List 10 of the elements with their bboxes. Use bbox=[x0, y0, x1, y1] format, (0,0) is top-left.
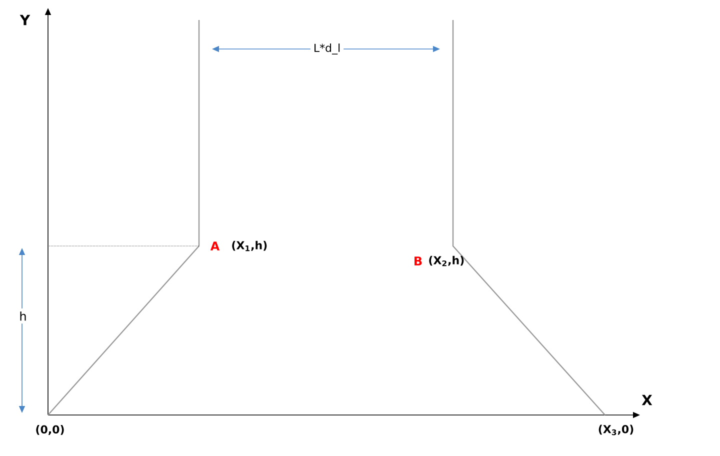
axis-label: X bbox=[642, 394, 652, 406]
dimension-label: L*d_l bbox=[310, 40, 344, 58]
coordinate-label: (0,0) bbox=[36, 425, 64, 435]
coordinate-label: (X$_{3}$,0) bbox=[598, 424, 634, 436]
point-label: A bbox=[210, 242, 220, 250]
coordinate-label: (X$_{1}$,h) bbox=[232, 240, 267, 252]
point-label: B bbox=[414, 256, 422, 266]
coordinate-label: (X$_{2}$,h) bbox=[429, 256, 464, 266]
dimension-label: h bbox=[16, 308, 30, 324]
axis-label: Y bbox=[20, 14, 30, 26]
